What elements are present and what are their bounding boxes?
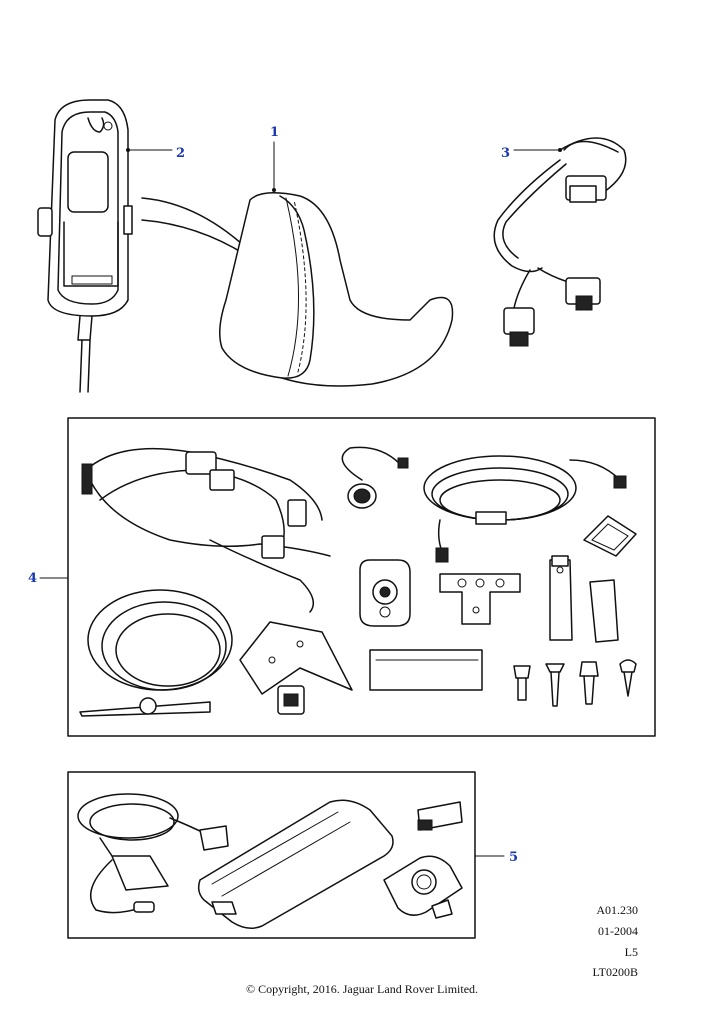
diagram-level: L5: [624, 945, 638, 959]
callout-3[interactable]: 3: [501, 146, 511, 161]
leader-2-dot: [126, 148, 130, 152]
kit-4-strap[interactable]: [549, 555, 573, 641]
kit-4-velcro-strip[interactable]: [589, 579, 619, 643]
callout-5[interactable]: 5: [509, 850, 519, 865]
kit-4-adhesive-pad[interactable]: [583, 515, 637, 557]
kit-4-microphone[interactable]: [341, 446, 409, 509]
callout-2[interactable]: 2: [176, 146, 186, 161]
part-2-phone-cradle[interactable]: [37, 99, 271, 393]
kit-4-antenna-cable[interactable]: [423, 455, 627, 563]
kit-5-data-cable[interactable]: [77, 793, 229, 914]
kit-5-connector[interactable]: [417, 801, 463, 831]
kit-4-mounting-bracket[interactable]: [439, 573, 521, 625]
kit-4-bracket-plate[interactable]: [359, 559, 411, 627]
kit-panel-5: [67, 771, 476, 939]
copyright: © Copyright, 2016. Jaguar Land Rover Lim…: [245, 982, 479, 996]
diagram-code: LT0200B: [592, 965, 638, 979]
part-3-harness[interactable]: [493, 137, 627, 347]
kit-5-mount-plate[interactable]: [383, 855, 463, 919]
callout-1[interactable]: 1: [270, 125, 280, 140]
kit-4-base-plate[interactable]: [369, 649, 483, 691]
diagram-ref: A01.230: [596, 903, 638, 917]
kit-4-angle-bracket[interactable]: [239, 621, 353, 715]
kit-4-aerial-loop[interactable]: [79, 589, 233, 717]
kit-5-cradle-base[interactable]: [197, 799, 394, 929]
kit-4-main-harness[interactable]: [81, 447, 331, 613]
leader-1-dot: [272, 188, 276, 192]
leader-3-dot: [558, 148, 562, 152]
part-1-armrest[interactable]: [219, 192, 454, 387]
diagram-date: 01-2004: [598, 924, 638, 938]
kit-4-screws[interactable]: [513, 659, 637, 707]
kit-panel-4: [67, 417, 656, 737]
callout-4[interactable]: 4: [28, 571, 38, 586]
